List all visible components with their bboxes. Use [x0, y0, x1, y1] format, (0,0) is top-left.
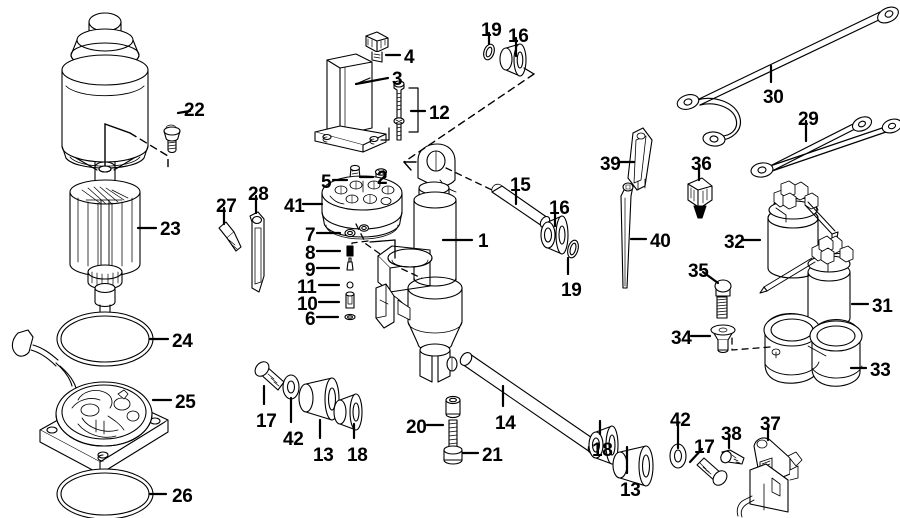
- callout-number-tie-strap: 40: [650, 231, 671, 252]
- retaining-ring-part-19-upper: [483, 43, 495, 61]
- callout-number-check-valve: 10: [297, 294, 318, 315]
- callout-number-solenoid-down: 31: [872, 296, 893, 317]
- callout-number-screw: 27: [216, 196, 237, 217]
- callout-number-bushing: 13: [313, 445, 334, 466]
- washer-part-42-left: [282, 374, 300, 400]
- callout-number-screw-set: 12: [429, 103, 450, 124]
- o-ring-part-24: [56, 311, 154, 367]
- clamp-part-36: [687, 177, 713, 219]
- relay-bracket-part-37: [736, 437, 803, 518]
- callout-number-washer: 7: [305, 225, 316, 246]
- solenoid-part-31: [759, 235, 854, 328]
- anode-part-39: [627, 127, 653, 191]
- leader-dash-22: [129, 132, 169, 171]
- leader-dash-33-34: [731, 337, 771, 351]
- leader-line-bolt: [701, 270, 720, 285]
- leader-line-reservoir-cover: [354, 76, 390, 86]
- screw-part-17-left: [254, 361, 285, 391]
- leader-dash-15: [445, 167, 493, 191]
- bushing-part-16-lower: [540, 215, 569, 255]
- callout-number-spring-guide: 9: [305, 260, 316, 281]
- callout-number-o-ring: 24: [172, 331, 193, 352]
- battery-cable-part-29: [750, 116, 900, 178]
- callout-number-solenoid-up: 32: [724, 232, 745, 253]
- callout-number-fill-cap: 4: [404, 47, 415, 68]
- retaining-ring-part-19-lower: [567, 239, 579, 259]
- callout-number-o-ring: 6: [305, 309, 316, 330]
- callout-number-ram-rod: 14: [495, 413, 516, 434]
- callout-number-retaining-ring: 19: [561, 280, 582, 301]
- battery-cable-part-30: [676, 6, 899, 147]
- callout-number-solenoid-bracket: 33: [870, 360, 891, 381]
- callout-number-battery-cable-short: 29: [798, 109, 819, 130]
- callout-number-grommet: 34: [671, 328, 692, 349]
- nut-part-20: [445, 395, 461, 419]
- small-parts-6-11: [344, 224, 370, 321]
- callout-number-bushing-shoulder: 18: [347, 445, 368, 466]
- bolt-part-35: [714, 279, 732, 319]
- cylinder-part-1: [369, 143, 463, 383]
- callout-number-bolt: 21: [482, 445, 503, 466]
- brush-holder-part-25: [11, 329, 169, 475]
- callout-number-screw: 22: [184, 100, 205, 121]
- ram-rod-part-14: [459, 352, 601, 454]
- callout-number-armature: 23: [160, 219, 181, 240]
- callout-number-nut: 20: [406, 417, 427, 438]
- callout-number-reservoir-cover: 3: [392, 69, 403, 90]
- callout-number-battery-cable-long: 30: [763, 87, 784, 108]
- callout-number-washer: 42: [283, 429, 304, 450]
- callout-number-screw: 17: [256, 411, 277, 432]
- leader-dash-41-to-body: [351, 223, 431, 283]
- motor-housing-part-22: [61, 12, 149, 173]
- bushing-part-18-left: [333, 393, 363, 431]
- callout-number-ground-strap: 28: [248, 184, 269, 205]
- callout-number-bolt: 35: [688, 261, 709, 282]
- callout-number-pin: 8: [305, 243, 316, 264]
- callout-number-ball: 11: [297, 277, 317, 298]
- bushing-part-13-left: [298, 377, 340, 421]
- callout-number-anode: 39: [600, 154, 621, 175]
- manifold-part-41: [321, 175, 403, 240]
- callout-number-pivot-pin: 15: [510, 175, 531, 196]
- callout-number-screw: 17: [694, 437, 715, 458]
- callout-number-relay-bracket: 37: [760, 414, 781, 435]
- callout-number-washer: 42: [670, 410, 691, 431]
- leader-line-screw: [688, 447, 704, 464]
- callout-number-valve: 5: [321, 172, 332, 193]
- callout-number-bushing: 16: [508, 26, 529, 47]
- callout-number-bushing: 16: [549, 198, 570, 219]
- solenoid-part-32: [767, 180, 839, 279]
- o-ring-part-26: [56, 468, 154, 518]
- bolt-part-21: [443, 419, 463, 465]
- leader-line-screw: [176, 109, 192, 115]
- callout-number-o-ring: 26: [172, 486, 193, 507]
- callout-number-manifold-valve-body: 41: [284, 196, 305, 217]
- callout-number-bushing-shoulder: 18: [592, 440, 613, 461]
- ground-strap-part-28: [249, 211, 265, 293]
- callout-number-retaining-ring: 19: [481, 20, 502, 41]
- armature-part-23: [69, 161, 141, 325]
- screw-part-17-right: [696, 457, 728, 486]
- callout-number-screw: 2: [377, 168, 388, 189]
- callout-leader-lines: [136, 31, 870, 496]
- reservoir-part-3: [314, 31, 389, 153]
- callout-number-screw: 38: [721, 424, 742, 445]
- callout-number-clamp: 36: [691, 154, 712, 175]
- bushing-part-18-right: [588, 425, 619, 465]
- screw-part-38: [720, 449, 745, 465]
- screw-part-27: [218, 221, 242, 252]
- callout-number-bushing: 13: [620, 480, 641, 501]
- screw-part-22: [163, 124, 181, 154]
- callout-number-trim-tilt-cylinder: 1: [478, 231, 489, 252]
- callout-number-brush-holder-assembly: 25: [175, 392, 196, 413]
- solenoid-bracket-part-33: [763, 313, 863, 387]
- leader-dash-16-upper: [403, 73, 535, 171]
- tie-strap-part-40: [620, 182, 634, 289]
- grommet-part-34: [710, 324, 736, 354]
